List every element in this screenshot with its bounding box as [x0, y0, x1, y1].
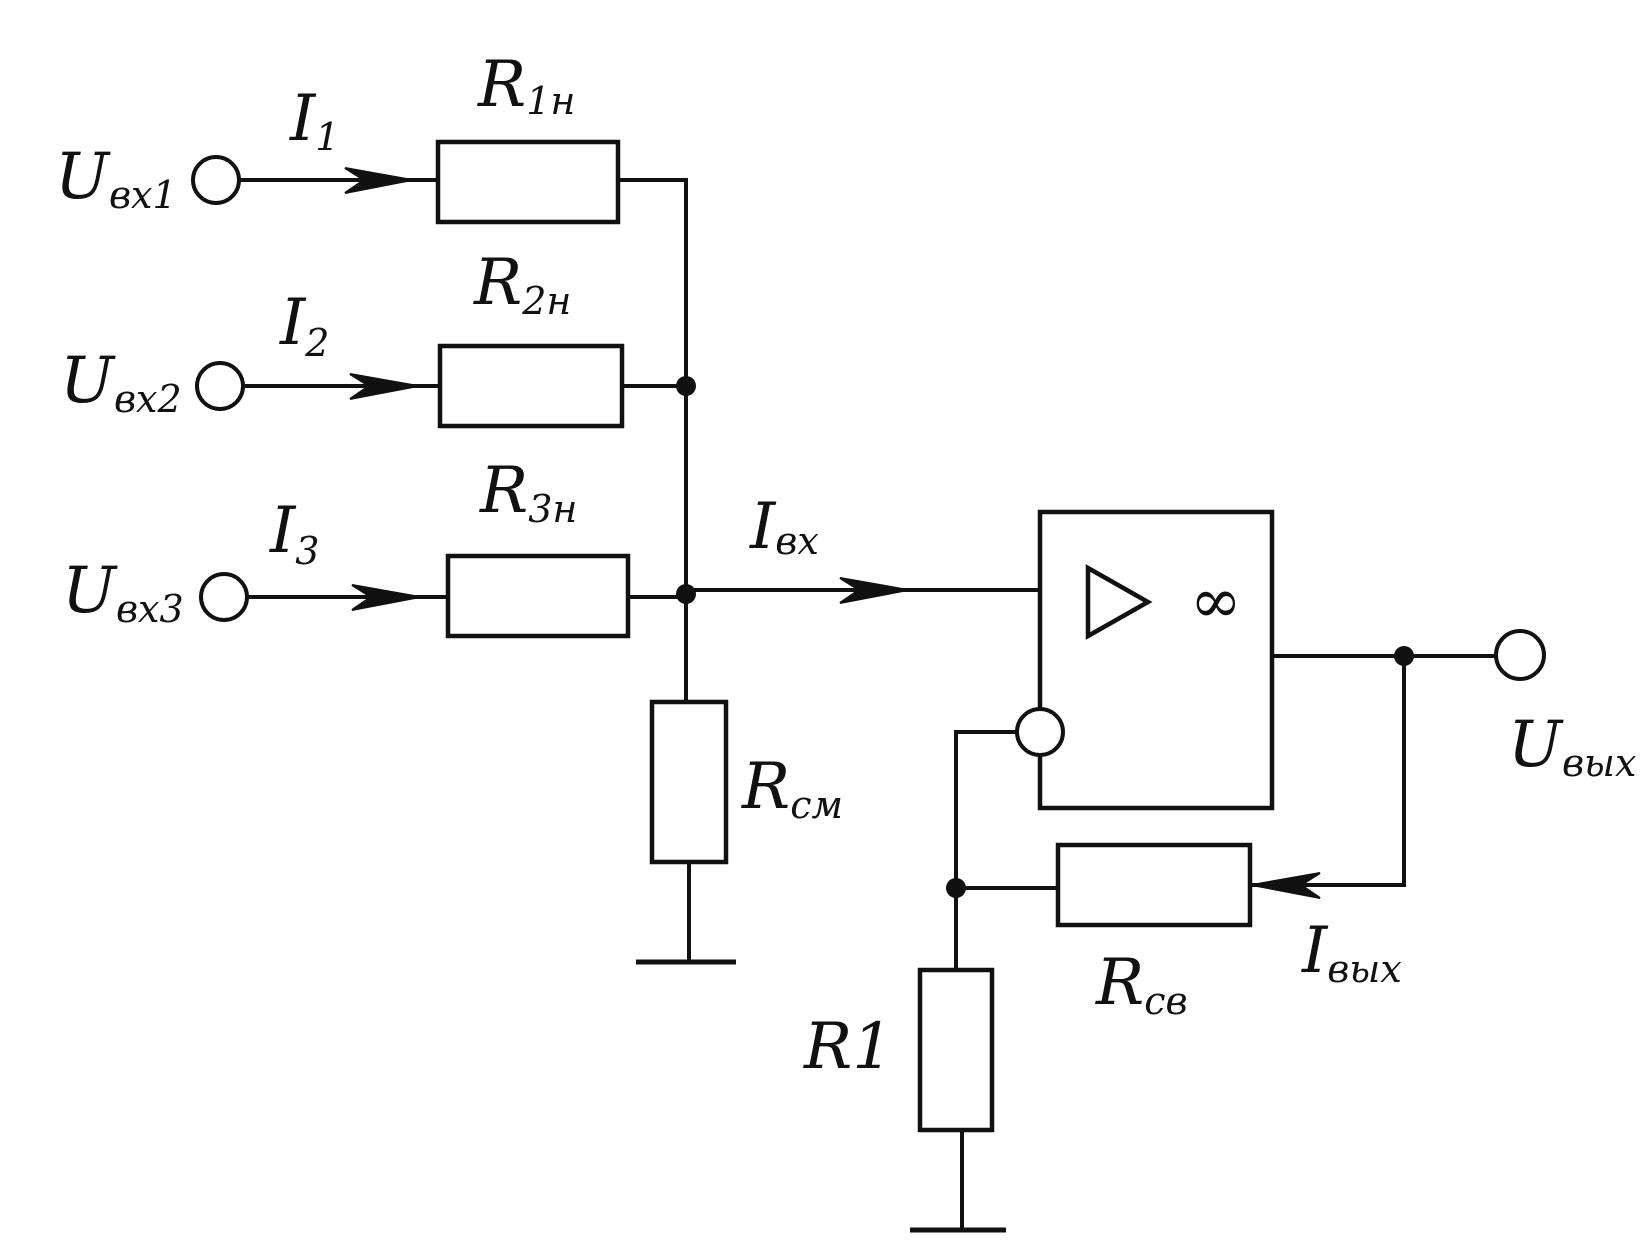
input-terminal-2: [195, 361, 245, 411]
label-r-sm: Rсм: [741, 750, 843, 827]
output-terminal: [1494, 629, 1546, 681]
inverting-input-ring: [1015, 707, 1065, 757]
wire-node-to-inverting: [954, 730, 1017, 888]
label-i-in: Iвх: [749, 490, 819, 564]
label-i3: I3: [269, 494, 319, 573]
label-i-out: Iвых: [1301, 914, 1402, 991]
amplifier-triangle-icon: [1085, 564, 1153, 640]
arrow-i2: [349, 373, 419, 400]
label-r3n: R3н: [479, 454, 577, 531]
junction-dot-r3n: [676, 584, 696, 604]
junction-dot-r2n: [676, 376, 696, 396]
arrow-i-in: [839, 577, 909, 604]
arrow-i-out: [1251, 872, 1321, 899]
label-r1n: R1н: [477, 48, 575, 123]
label-r-sv: Rсв: [1095, 946, 1188, 1023]
resistor-rsm: [649, 699, 729, 865]
label-u-in1: Uвх1: [55, 140, 177, 217]
arrow-i3: [351, 584, 421, 611]
resistor-r1n: [435, 139, 621, 225]
label-i2: I2: [279, 286, 329, 365]
amplifier-gain-symbol: ∞: [1190, 564, 1242, 637]
arrow-i1: [344, 167, 413, 194]
label-u-out: Uвых: [1508, 708, 1636, 785]
label-i1: I1: [289, 82, 339, 159]
input-terminal-3: [199, 572, 249, 622]
label-u-in2: Uвх2: [60, 344, 182, 421]
resistor-r1: [917, 967, 995, 1133]
label-u-in3: Uвх3: [62, 554, 184, 631]
input-terminal-1: [191, 155, 241, 205]
label-r2n: R2н: [473, 246, 571, 323]
label-r1: R1: [803, 1010, 893, 1084]
wire-r1n-to-bus: [618, 178, 688, 600]
op-amp-body: [1037, 509, 1275, 811]
resistor-r2n: [437, 343, 625, 429]
resistor-rsv: [1055, 842, 1253, 928]
resistor-r3n: [445, 553, 631, 639]
